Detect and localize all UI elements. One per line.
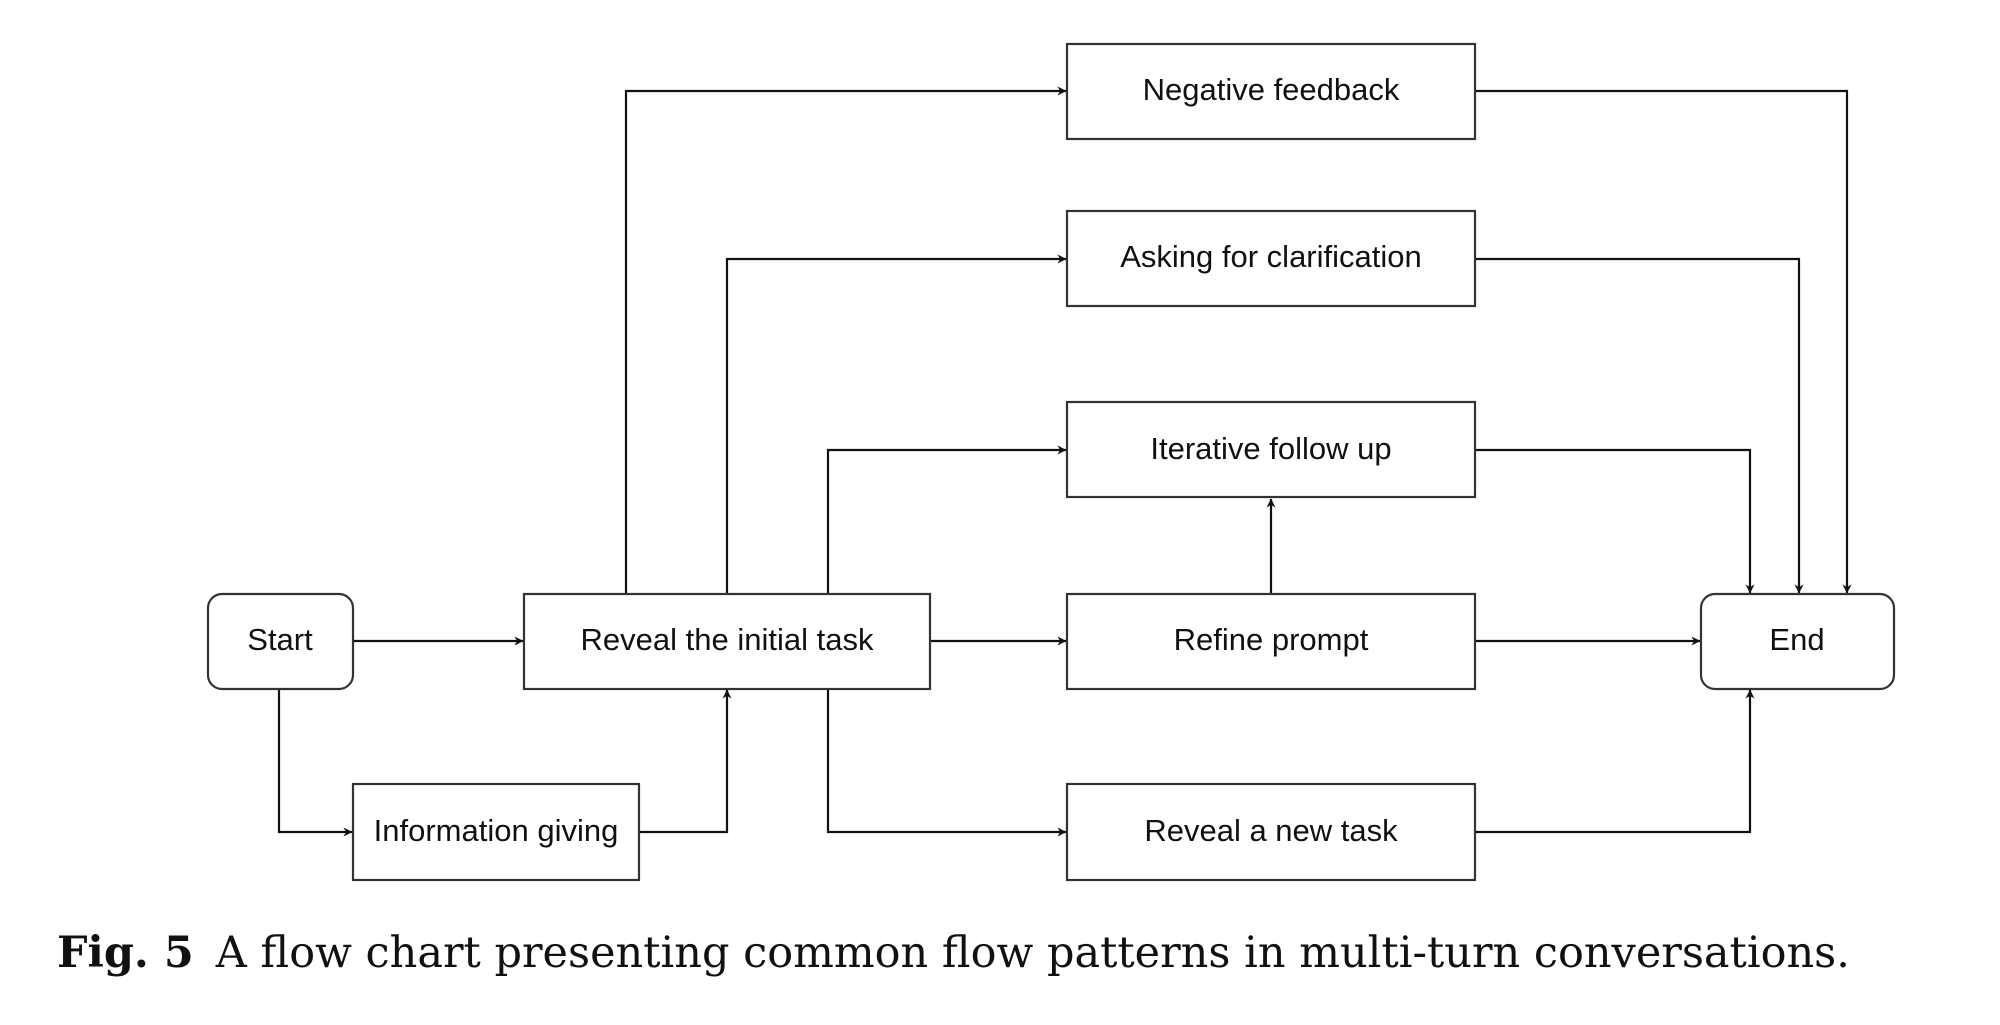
- node-reveal-initial-task-label: Reveal the initial task: [581, 622, 874, 657]
- edge-info-giving-to-reveal-initial: [638, 689, 732, 834]
- node-refine-prompt-label: Refine prompt: [1174, 622, 1369, 657]
- node-asking-for-clarification: Asking for clarification: [1065, 209, 1477, 308]
- edge-reveal-initial-to-asking-clarification: [725, 254, 1067, 594]
- edge-start-to-info-giving: [277, 689, 353, 837]
- edge-reveal-initial-to-iterative-follow-up: [826, 445, 1067, 594]
- node-asking-for-clarification-label: Asking for clarification: [1120, 239, 1422, 274]
- node-information-giving: Information giving: [351, 782, 641, 882]
- edge-reveal-initial-to-negative-feedback: [624, 86, 1067, 594]
- figure-caption-label: Fig. 5: [57, 928, 194, 978]
- node-information-giving-label: Information giving: [374, 813, 619, 848]
- figure-caption: Fig. 5 A flow chart presenting common flo…: [57, 928, 1850, 978]
- edge-reveal-initial-to-reveal-new: [826, 689, 1067, 837]
- node-reveal-a-new-task: Reveal a new task: [1065, 782, 1477, 882]
- node-start: Start: [206, 592, 355, 691]
- node-negative-feedback-label: Negative feedback: [1143, 72, 1400, 107]
- figure-caption-text: A flow chart presenting common flow patt…: [215, 928, 1850, 978]
- node-iterative-follow-up-label: Iterative follow up: [1150, 431, 1391, 466]
- node-start-label: Start: [247, 622, 313, 657]
- edge-iterative-follow-up-to-end: [1475, 448, 1755, 594]
- node-reveal-initial-task: Reveal the initial task: [522, 592, 932, 691]
- node-end: End: [1699, 592, 1896, 691]
- node-iterative-follow-up: Iterative follow up: [1065, 400, 1477, 499]
- edge-reveal-new-to-end: [1475, 689, 1755, 834]
- edge-layer: [277, 86, 1852, 837]
- edge-negative-feedback-to-end: [1475, 89, 1852, 594]
- node-reveal-a-new-task-label: Reveal a new task: [1144, 813, 1398, 848]
- node-refine-prompt: Refine prompt: [1065, 592, 1477, 691]
- node-end-label: End: [1769, 622, 1824, 657]
- node-negative-feedback: Negative feedback: [1065, 42, 1477, 141]
- node-layer: Start Reveal the initial task Informatio…: [206, 42, 1896, 882]
- edge-asking-clarification-to-end: [1475, 257, 1804, 594]
